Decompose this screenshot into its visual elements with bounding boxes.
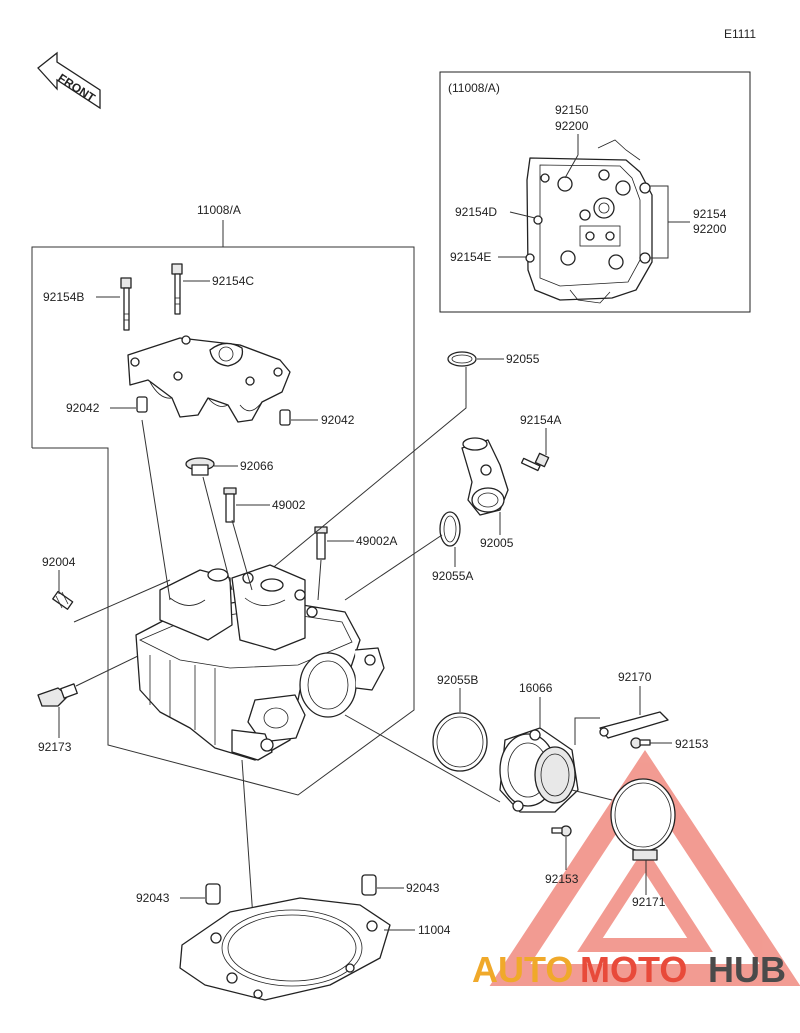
callout-16066: 16066: [519, 681, 553, 695]
callout-92043-right: 92043: [406, 881, 440, 895]
bolt-92154C: [171, 263, 183, 315]
callout-92154A: 92154A: [520, 413, 561, 427]
head-gasket-11004: [179, 897, 391, 1001]
screw-92153-bracket: [630, 737, 651, 749]
inset-callout-92154E: 92154E: [450, 250, 491, 264]
valve-guide-49002A: [314, 526, 328, 560]
callout-92005: 92005: [480, 536, 514, 550]
inset-title: (11008/A): [448, 81, 500, 95]
callout-92154C: 92154C: [212, 274, 254, 288]
inset-callout-92154: 92154: [693, 207, 727, 221]
oring-92055A: [439, 511, 461, 547]
callout-92171: 92171: [632, 895, 666, 909]
dowel-92042-right: [279, 409, 291, 426]
callout-92170: 92170: [618, 670, 652, 684]
callout-92066: 92066: [240, 459, 274, 473]
callout-11008A: 11008/A: [197, 203, 241, 217]
intake-holder-16066: [499, 727, 579, 813]
watermark-text: AUTO MOTO HUB: [472, 949, 786, 990]
inset-callout-92200-right: 92200: [693, 222, 727, 236]
inset-callout-92200-top: 92200: [555, 119, 589, 133]
head-assembly-bracket: 11008/A: [31, 203, 415, 796]
diagram-code: E1111: [724, 27, 756, 41]
camshaft-holder: [127, 335, 291, 423]
dowel-92043-left: [205, 883, 221, 905]
watermark-moto: MOTO: [580, 949, 687, 990]
inset-callout-92150: 92150: [555, 103, 589, 117]
callout-92153-bracket: 92153: [675, 737, 709, 751]
oring-92055: [447, 351, 477, 367]
watermark-auto: AUTO: [472, 949, 573, 990]
cylinder-head: [135, 564, 385, 761]
sensor-92173: [37, 683, 78, 707]
callout-92154B: 92154B: [43, 290, 84, 304]
plug-92066: [185, 457, 215, 476]
dowel-92043-right: [361, 874, 377, 896]
inset-head-top-view: [525, 139, 653, 304]
callout-92153-holder: 92153: [545, 872, 579, 886]
water-fitting-92005: [461, 437, 509, 516]
bolt-92154A: [520, 452, 550, 472]
screw-92153-holder: [551, 825, 572, 837]
callout-92042-right: 92042: [321, 413, 355, 427]
clamp-92171: [610, 778, 676, 861]
callout-92004: 92004: [42, 555, 76, 569]
oring-92055B: [432, 712, 488, 772]
inset-callout-92154D: 92154D: [455, 205, 497, 219]
callout-49002A: 49002A: [356, 534, 397, 548]
callout-92042-left: 92042: [66, 401, 100, 415]
watermark-hub: HUB: [708, 949, 786, 990]
bolt-92154B: [120, 277, 132, 331]
callout-11004: 11004: [418, 923, 451, 937]
watermark-logo: [489, 749, 800, 986]
callout-92055B: 92055B: [437, 673, 478, 687]
valve-guide-49002: [223, 487, 237, 523]
front-arrow-icon: FRONT: [37, 51, 101, 110]
dowel-92042-left: [136, 396, 148, 413]
callout-92055A: 92055A: [432, 569, 473, 583]
bracket-92170: [599, 711, 669, 739]
callout-92043-left: 92043: [136, 891, 170, 905]
callout-92173: 92173: [38, 740, 72, 754]
callout-92055: 92055: [506, 352, 540, 366]
inset-panel: (11008/A) 92150 92200: [439, 71, 751, 313]
callout-49002: 49002: [272, 498, 306, 512]
stud-92004: [52, 590, 74, 610]
